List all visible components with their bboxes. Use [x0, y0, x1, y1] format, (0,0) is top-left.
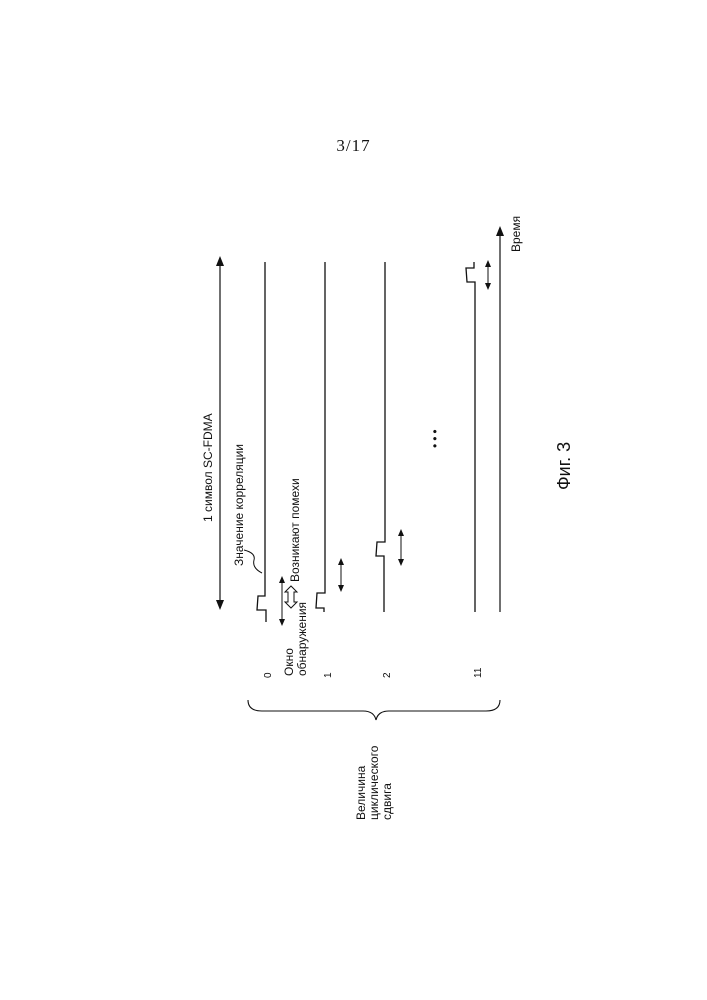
shift-index-1: 1: [323, 672, 334, 678]
correlation-line-shift-0: [257, 262, 266, 622]
correlation-line-shift-1: [316, 262, 325, 612]
arrowhead: [398, 559, 404, 566]
arrowhead: [398, 529, 404, 536]
correlation-pointer: [244, 550, 262, 573]
correlation-line-shift-2: [376, 262, 385, 612]
cyclic-shift-label-line2: циклического: [367, 745, 381, 820]
correlation-value-label: Значение корреляции: [232, 444, 246, 566]
symbol-arrowhead-bottom: [216, 600, 224, 610]
arrowhead: [279, 619, 285, 626]
arrowhead: [338, 558, 344, 565]
symbol-label: 1 символ SC-FDMA: [201, 413, 215, 522]
figure-caption: Фиг. 3: [554, 442, 574, 490]
arrowhead: [485, 260, 491, 267]
correlation-line-shift-11: [466, 262, 475, 612]
shift-index-11: 11: [473, 667, 484, 678]
arrowhead: [279, 576, 285, 583]
cyclic-shift-label-line3: сдвига: [380, 783, 394, 820]
ellipsis: •••: [428, 426, 442, 448]
arrowhead: [338, 585, 344, 592]
cyclic-shift-label-line1: Величина: [354, 765, 368, 820]
detection-window-label-line2: обнаружения: [295, 602, 309, 676]
shift-index-0: 0: [263, 672, 274, 678]
time-axis-arrowhead: [496, 226, 504, 236]
time-label: Время: [509, 216, 523, 252]
detection-window-label-line1: Окно: [282, 648, 296, 676]
symbol-arrowhead-top: [216, 256, 224, 266]
cyclic-shift-brace: [248, 700, 500, 720]
shift-index-2: 2: [382, 672, 393, 678]
interference-label: Возникают помехи: [288, 478, 302, 582]
arrowhead: [485, 283, 491, 290]
